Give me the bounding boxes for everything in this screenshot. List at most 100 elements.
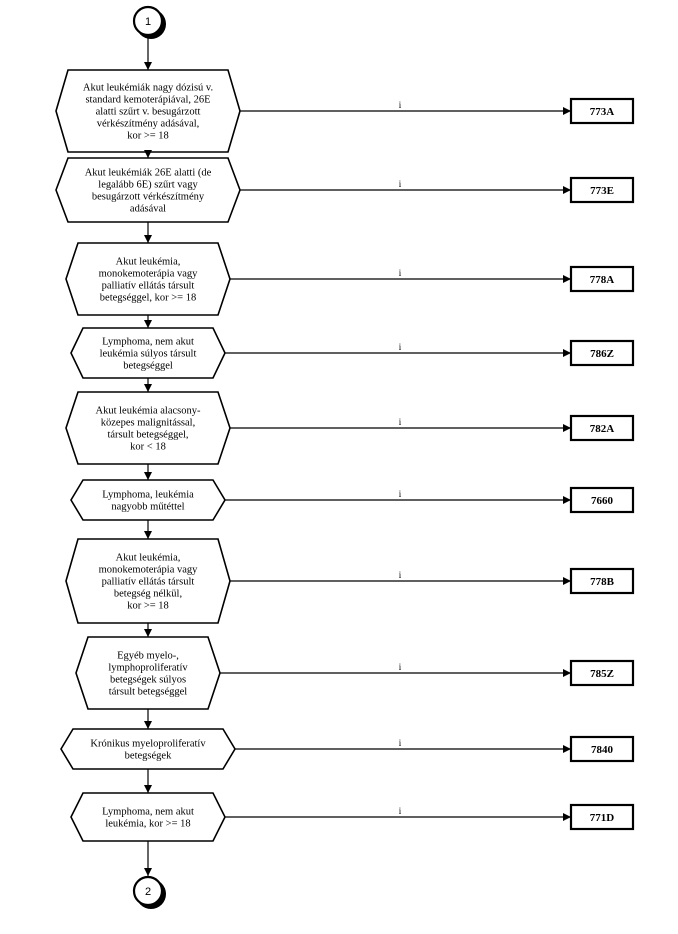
flow-arrow-no: [144, 150, 152, 158]
edge-label: i: [399, 179, 402, 189]
decision-node[interactable]: Akut leukémia,monokemoterápia vagypallia…: [65, 538, 231, 624]
flow-arrow-no: [144, 531, 152, 539]
decision-node[interactable]: Akut leukémiák nagy dózisú v.standard ke…: [55, 69, 241, 153]
end-connector: 2: [132, 875, 166, 909]
outcome-code: 782A: [590, 423, 615, 435]
flow-arrow-no: [144, 384, 152, 392]
decision-text-line: leukémia súlyos társult: [100, 349, 197, 360]
decision-text-line: palliatív ellátás társult: [102, 281, 195, 292]
outcome-code: 7840: [591, 744, 614, 756]
decision-text-line: lymphoproliferatív: [108, 663, 188, 674]
flow-arrow-yes: [563, 669, 571, 677]
decision-node[interactable]: Akut leukémia,monokemoterápia vagypallia…: [65, 242, 231, 316]
decision-text-line: közepes malignitással,: [101, 418, 195, 429]
edge-label: i: [399, 570, 402, 580]
outcome-code: 773A: [590, 106, 615, 118]
decision-text-line: Akut leukémia,: [116, 553, 181, 564]
outcome-box[interactable]: 771D: [569, 803, 635, 831]
decision-text-line: Lymphoma, leukémia: [102, 490, 194, 501]
decision-text-line: kor >= 18: [127, 131, 169, 142]
decision-text-line: Akut leukémiák 26E alatti (de: [85, 168, 212, 179]
flow-arrow-yes: [563, 186, 571, 194]
flow-arrow-yes: [563, 813, 571, 821]
outcome-box[interactable]: 778A: [569, 265, 635, 293]
flow-arrow-no: [144, 868, 152, 876]
flow-arrow-no: [144, 320, 152, 328]
decision-text-line: betegségek: [125, 751, 172, 762]
outcome-box-frame: [569, 97, 635, 125]
edge-label: i: [399, 662, 402, 672]
start-connector: 1: [132, 5, 166, 39]
decision-text-line: besugárzott vérkészítmény: [92, 192, 205, 203]
flow-arrow-yes: [563, 107, 571, 115]
outcome-box-frame: [569, 486, 635, 514]
edge-label: i: [399, 100, 402, 110]
decision-text-line: kor < 18: [130, 442, 166, 453]
outcome-box[interactable]: 782A: [569, 414, 635, 442]
decision-text-line: Lymphoma, nem akut: [102, 337, 194, 348]
edge-label: i: [399, 417, 402, 427]
flow-arrow-yes: [563, 577, 571, 585]
decision-text-line: Akut leukémia alacsony-: [96, 406, 201, 417]
outcome-box-frame: [569, 567, 635, 595]
decision-text-line: legalább 6E) szűrt vagy: [98, 180, 198, 191]
decision-text-line: palliatív ellátás társult: [102, 577, 195, 588]
outcome-code: 7660: [591, 495, 614, 507]
flow-arrow-yes: [563, 349, 571, 357]
flow-arrow-yes: [563, 424, 571, 432]
outcome-code: 786Z: [590, 348, 614, 360]
decision-text-line: társult betegséggel,: [107, 430, 188, 441]
outcome-box[interactable]: 786Z: [569, 339, 635, 367]
outcome-box[interactable]: 773E: [569, 176, 635, 204]
outcome-box-frame: [569, 339, 635, 367]
decision-text-line: nagyobb műtéttel: [111, 502, 184, 513]
decision-text-line: kor >= 18: [127, 601, 169, 612]
edge-label: i: [399, 342, 402, 352]
outcome-box[interactable]: 778B: [569, 567, 635, 595]
decision-text-line: monokemoterápia vagy: [99, 565, 199, 576]
decision-text-line: Egyéb myelo-,: [117, 651, 179, 662]
decision-text-line: betegséggel: [123, 361, 173, 372]
edge-label: i: [399, 489, 402, 499]
outcome-box[interactable]: 7840: [569, 735, 635, 763]
flow-arrow-no: [144, 721, 152, 729]
decision-text-line: betegség nélkül,: [114, 589, 182, 600]
outcome-code: 785Z: [590, 668, 614, 680]
decision-text-line: adásával: [130, 204, 166, 215]
outcome-box-frame: [569, 735, 635, 763]
flow-arrow-yes: [563, 275, 571, 283]
decision-text-line: Akut leukémia,: [116, 257, 181, 268]
decision-node[interactable]: Egyéb myelo-,lymphoproliferatívbetegsége…: [75, 636, 221, 710]
outcome-code: 778A: [590, 274, 615, 286]
outcome-code: 778B: [590, 576, 615, 588]
outcome-box-frame: [569, 414, 635, 442]
outcome-box[interactable]: 7660: [569, 486, 635, 514]
flow-arrow-no: [144, 785, 152, 793]
outcome-box-frame: [569, 659, 635, 687]
decision-text-line: betegségek súlyos: [110, 675, 186, 686]
flow-arrow-no: [144, 472, 152, 480]
decision-text-line: Krónikus myeloproliferatív: [90, 739, 206, 750]
outcome-box-frame: [569, 176, 635, 204]
decision-text-line: monokemoterápia vagy: [99, 269, 199, 280]
start-connector-label: 1: [145, 16, 151, 28]
outcome-box[interactable]: 785Z: [569, 659, 635, 687]
end-connector-label: 2: [145, 886, 151, 898]
decision-text-line: társult betegséggel: [109, 687, 188, 698]
decision-node[interactable]: Akut leukémia alacsony-közepes malignitá…: [65, 391, 231, 465]
outcome-box[interactable]: 773A: [569, 97, 635, 125]
decision-text-line: leukémia, kor >= 18: [105, 819, 190, 830]
decision-text-line: Lymphoma, nem akut: [102, 807, 194, 818]
decision-text-line: Akut leukémiák nagy dózisú v.: [83, 83, 213, 94]
decision-text-line: betegséggel, kor >= 18: [100, 293, 196, 304]
decision-text-line: standard kemoterápiával, 26E: [85, 95, 210, 106]
outcome-box-frame: [569, 265, 635, 293]
decision-text-line: alatti szűrt v. besugárzott: [96, 107, 201, 118]
edge-label: i: [399, 806, 402, 816]
